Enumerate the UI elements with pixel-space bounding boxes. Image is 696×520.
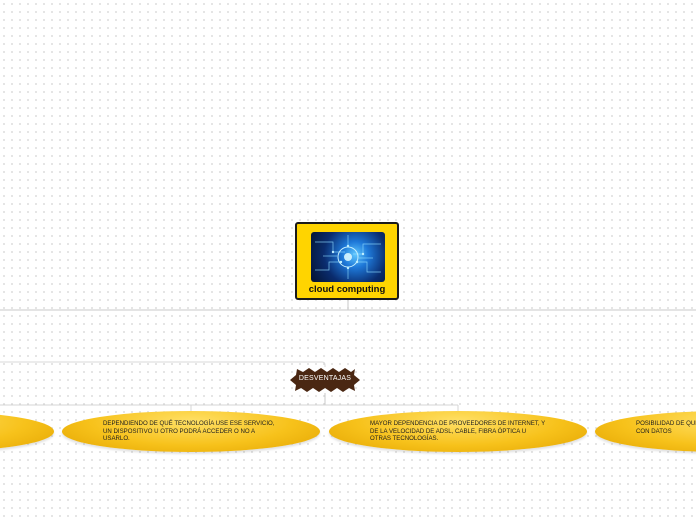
- circuit-icon: [315, 235, 381, 279]
- central-topic-title: cloud computing: [308, 284, 386, 295]
- leaf-node-3[interactable]: MAYOR DEPENDENCIA DE PROVEEDORES DE INTE…: [329, 411, 587, 452]
- leaf-text: MAYOR DEPENDENCIA DE PROVEEDORES DE INTE…: [370, 420, 546, 443]
- leaf-text: DEPENDIENDO DE QUÉ TECNOLOGÍA USE ESE SE…: [103, 420, 275, 443]
- burst-shape: [290, 368, 360, 392]
- leaf-text: POSIBILIDAD DE QUE REVIENTEN LA SEGURIDA…: [636, 420, 696, 435]
- subtopic-desventajas[interactable]: DESVENTAJAS: [289, 367, 361, 393]
- cloud-computing-image: [311, 232, 385, 282]
- subtopic-label: DESVENTAJAS: [298, 375, 352, 382]
- leaf-node-2[interactable]: DEPENDIENDO DE QUÉ TECNOLOGÍA USE ESE SE…: [62, 411, 320, 452]
- subtopic-branch-line: [0, 361, 326, 367]
- central-topic-node[interactable]: cloud computing: [295, 222, 399, 300]
